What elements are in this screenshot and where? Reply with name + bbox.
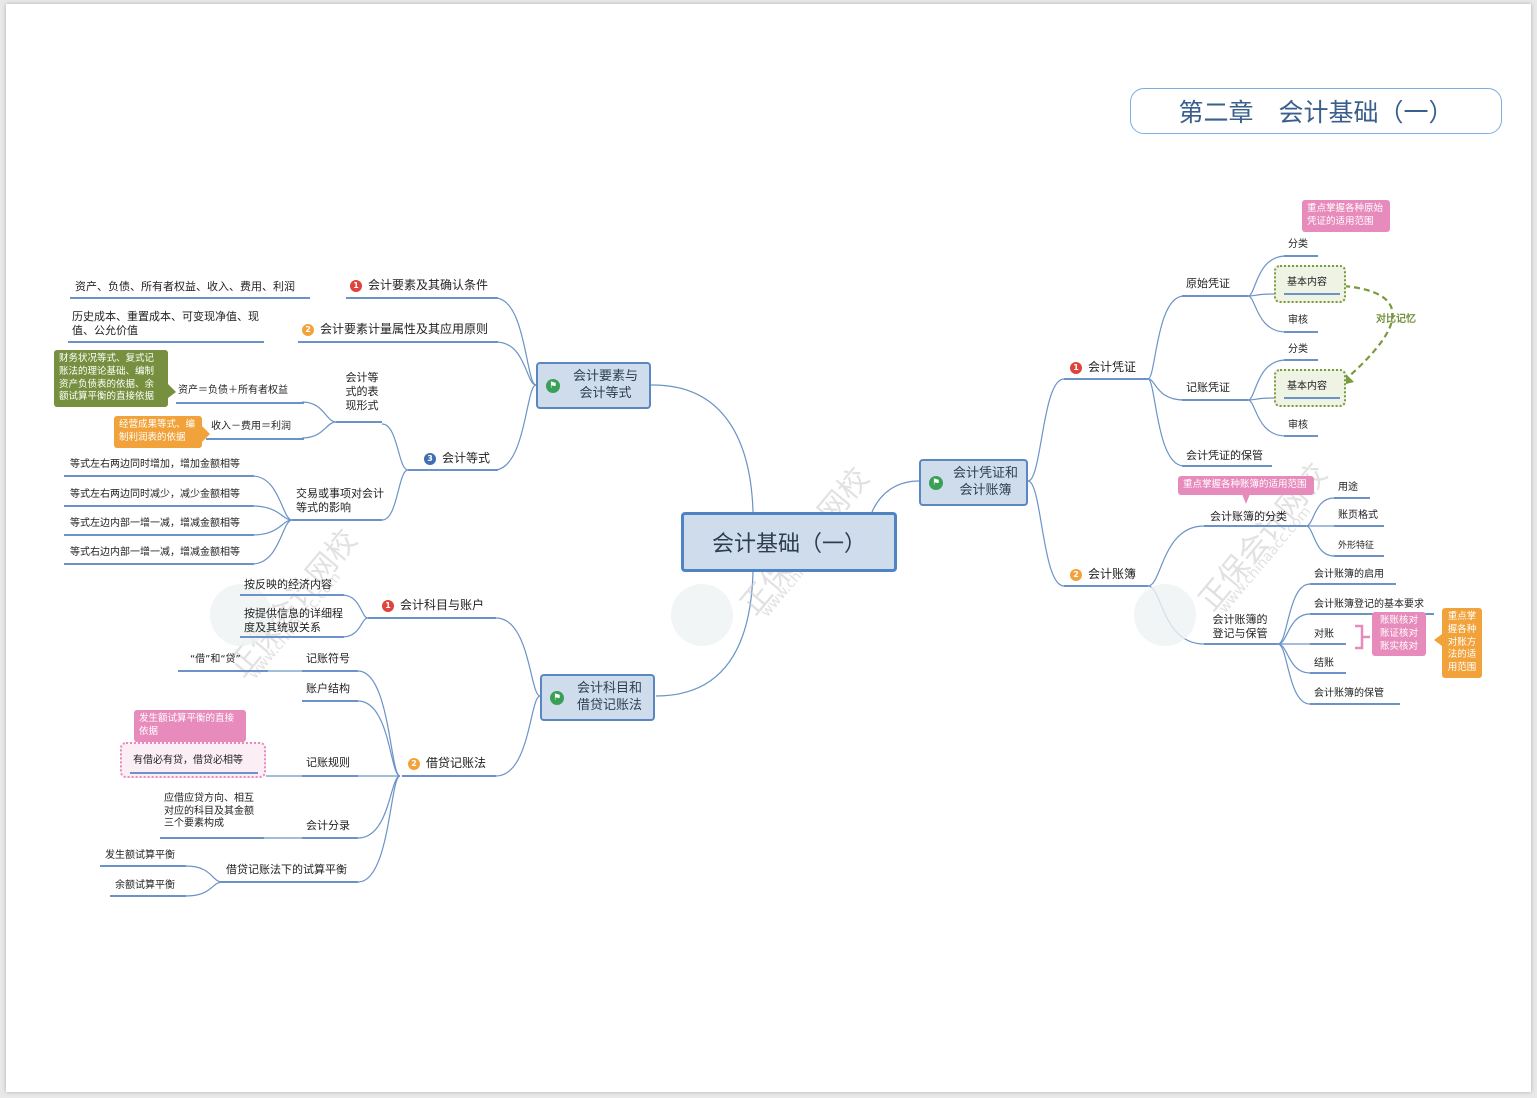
node-booking-rule: 记账规则 [306,756,350,769]
leaf-trial-amount: 发生额试算平衡 [105,850,175,861]
node-voucher-keeping: 会计凭证的保管 [1186,449,1263,462]
leaf-effect-2: 等式左右两边同时减少，减少金额相等 [70,489,240,500]
leaf-trial-balance: 余额试算平衡 [115,880,175,891]
leaf-voucher-audit: 审核 [1288,420,1308,431]
leaf-by-content: 按反映的经济内容 [244,578,332,591]
leaf-effect-3: 等式左边内部一增一减，增减金额相等 [70,518,240,529]
node-ledger-classification: 会计账簿的分类 [1210,510,1287,523]
node-original-voucher: 原始凭证 [1186,277,1230,290]
flag-icon: ⚑ [550,690,564,705]
note-ledger-scope: 重点掌握各种账簿的适用范围 [1178,476,1314,495]
note-original-scope: 重点掌握各种原始凭证的适用范围 [1302,200,1390,232]
leaf-ledger-keeping: 会计账簿的保管 [1314,688,1384,699]
note-reconcile-scope: 重点掌握各种对账方法的适用范围 [1442,608,1482,679]
node-ledger-registration: 会计账簿的登记与保管 [1212,613,1268,640]
leaf-debit-credit-symbols: “借”和“贷” [190,654,241,665]
leaf-equation-1: 资产＝负债＋所有者权益 [178,385,288,396]
highlight-voucher-content [1274,369,1346,407]
node-account-structure: 账户结构 [306,682,350,695]
topic-elements-equation[interactable]: ⚑ 会计要素与会计等式 [536,362,651,409]
node-equation-forms: 会计等式的表现形式 [345,371,379,412]
node-trial-balance: 借贷记账法下的试算平衡 [226,863,347,876]
leaf-ledger-format: 账页格式 [1338,510,1378,521]
node-symbols: 记账符号 [306,652,350,665]
topic-accounts-debit-credit[interactable]: ⚑ 会计科目和借贷记账法 [540,674,655,721]
page-title: 第二章 会计基础（一） [1130,88,1502,134]
note-balance-equation: 财务状况等式、复式记账法的理论基础、编制资产负债表的依据、余额试算平衡的直接依据 [54,350,168,408]
leaf-entry-elements: 应借应贷方向、相互对应的科目及其金额三个要素构成 [164,793,254,829]
connector-lines [168,255,1442,897]
note-operating-equation: 经营成果等式、编制利润表的依据 [114,416,202,448]
leaf-measurement-list: 历史成本、重置成本、可变现净值、现值、公允价值 [72,310,259,337]
leaf-effect-1: 等式左右两边同时增加，增加金额相等 [70,459,240,470]
node-journal-entry: 会计分录 [306,819,350,832]
leaf-ledger-reconcile: 对账 [1314,629,1334,640]
leaf-original-content: 基本内容 [1287,277,1327,288]
label-compare-memory: 对比记忆 [1376,314,1416,325]
flag-icon: ⚑ [546,378,560,393]
highlight-original-content [1274,265,1346,303]
leaf-original-audit: 审核 [1288,315,1308,326]
leaf-ledger-enable: 会计账簿的启用 [1314,569,1384,580]
watermark-logo-icon [1134,584,1196,646]
flag-icon: ⚑ [929,475,943,490]
node-booking-voucher: 记账凭证 [1186,381,1230,394]
leaf-ledger-requirements: 会计账簿登记的基本要求 [1314,599,1424,610]
leaf-original-class: 分类 [1288,239,1308,250]
topic-vouchers-ledgers[interactable]: ⚑ 会计凭证和会计账簿 [919,459,1028,506]
leaf-ledger-purpose: 用途 [1338,482,1358,493]
leaf-by-detail: 按提供信息的详细程度及其统驭关系 [244,607,343,634]
leaf-rule: 有借必有贷，借贷必相等 [133,755,243,766]
mindmap-canvas: 正保会计网校 www.chinaacc.com 正保会计网校 www.china… [6,4,1531,1092]
leaf-equation-2: 收入－费用＝利润 [211,421,291,432]
leaf-six-elements: 资产、负债、所有者权益、收入、费用、利润 [75,280,295,293]
leaf-voucher-class: 分类 [1288,344,1308,355]
leaf-ledger-shape: 外形特征 [1338,541,1375,551]
note-rule: 发生额试算平衡的直接依据 [134,710,246,742]
note-reconcile-types: 账账核对账证核对账实核对 [1372,612,1426,657]
leaf-effect-4: 等式右边内部一增一减，增减金额相等 [70,547,240,558]
watermark-logo-icon [671,584,733,646]
node-transaction-effect: 交易或事项对会计等式的影响 [296,487,384,514]
central-topic[interactable]: 会计基础（一） [681,512,897,572]
leaf-voucher-content: 基本内容 [1287,381,1327,392]
leaf-ledger-closing: 结账 [1314,658,1334,669]
